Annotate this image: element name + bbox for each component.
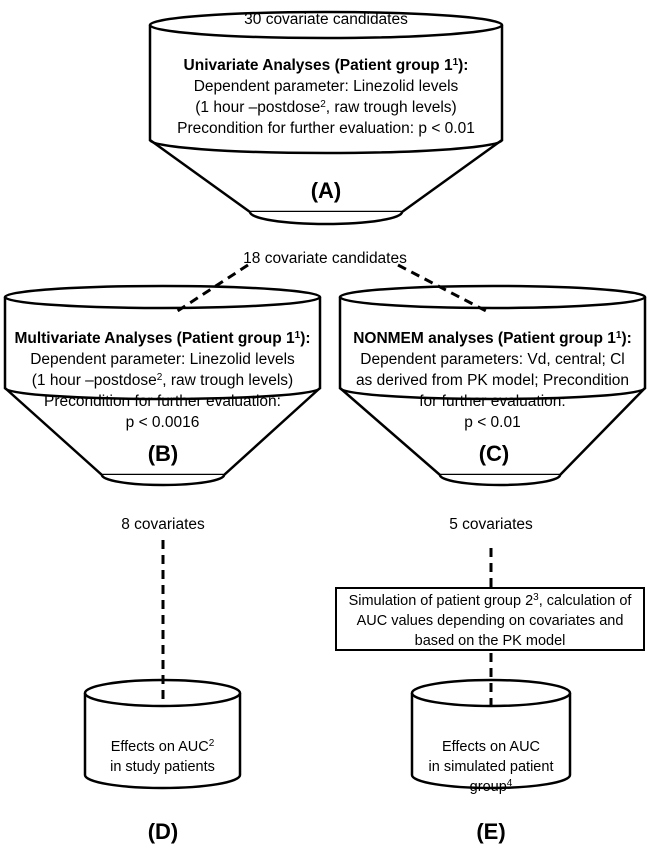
funnel-c-output: 5 covariates <box>449 516 533 533</box>
cylinder-e-line1: Effects on AUC <box>441 739 541 755</box>
funnel-c-text: NONMEM analyses (Patient group 11): Depe… <box>340 328 645 433</box>
simulation-line1: Simulation of patient group 23, calculat… <box>348 592 632 610</box>
funnel-b-rim <box>3 284 322 310</box>
funnel-b-line1: Dependent parameter: Linezolid levels <box>30 351 295 368</box>
funnel-c-line4: p < 0.01 <box>464 414 521 431</box>
funnel-a-line2: (1 hour –postdose2, raw trough levels) <box>195 99 457 116</box>
funnel-c-line1: Dependent parameters: Vd, central; Cl <box>360 351 625 368</box>
cylinder-e-text: Effects on AUC in simulated patient grou… <box>412 737 570 797</box>
funnel-b-text: Multivariate Analyses (Patient group 11)… <box>5 328 320 433</box>
funnel-c-line2: as derived from PK model; Precondition <box>355 372 630 389</box>
funnel-a-input-label: 30 covariate candidates <box>244 11 408 28</box>
cylinder-d-line1: Effects on AUC2 <box>110 738 215 756</box>
funnel-c-line3: for further evaluation: <box>419 393 566 410</box>
funnel-a-waist <box>148 139 504 155</box>
funnel-c-waist <box>338 387 647 401</box>
mid-label: 18 covariate candidates <box>243 250 407 267</box>
funnel-b-output: 8 covariates <box>121 516 205 533</box>
funnel-b-bottom <box>100 474 226 487</box>
simulation-box: Simulation of patient group 23, calculat… <box>335 587 645 651</box>
cylinder-e-letter: (E) <box>476 819 506 844</box>
funnel-c-title: NONMEM analyses (Patient group 11): <box>353 330 632 347</box>
funnel-a-rim <box>148 10 504 40</box>
funnel-c-rim <box>338 284 647 310</box>
funnel-a-line1: Dependent parameter: Linezolid levels <box>193 78 459 95</box>
connector-a-c <box>397 263 489 314</box>
funnel-b-waist <box>3 387 322 401</box>
funnel-b-letter: (B) <box>147 441 179 466</box>
cylinder-d-line2: in study patients <box>110 759 215 775</box>
simulation-line3: based on the PK model <box>414 633 566 649</box>
funnel-a-letter: (A) <box>310 178 342 203</box>
funnel-a-bottom <box>248 211 404 226</box>
funnel-c-bottom <box>438 474 562 487</box>
cylinder-e-line3: group4 <box>469 778 513 796</box>
cylinder-e-body <box>410 693 572 790</box>
funnel-b-title: Multivariate Analyses (Patient group 11)… <box>14 330 311 347</box>
cylinder-e-top <box>410 678 572 708</box>
funnel-b-line2: (1 hour –postdose2, raw trough levels) <box>31 372 294 389</box>
funnel-a-line3: Precondition for further evaluation: p <… <box>177 120 475 137</box>
funnel-a-title: Univariate Analyses (Patient group 11): <box>183 57 469 74</box>
funnel-c-letter: (C) <box>478 441 510 466</box>
cylinder-d-body <box>83 693 242 790</box>
cylinder-d-text: Effects on AUC2 in study patients <box>85 737 240 777</box>
simulation-line2: AUC values depending on covariates and <box>356 613 624 629</box>
funnel-b-line4: p < 0.0016 <box>125 414 200 431</box>
cylinder-e-line2: in simulated patient <box>428 759 554 775</box>
cylinder-d-letter: (D) <box>147 819 179 844</box>
funnel-a-text: Univariate Analyses (Patient group 11): … <box>150 55 502 139</box>
funnel-b-line3: Precondition for further evaluation: <box>44 393 281 410</box>
